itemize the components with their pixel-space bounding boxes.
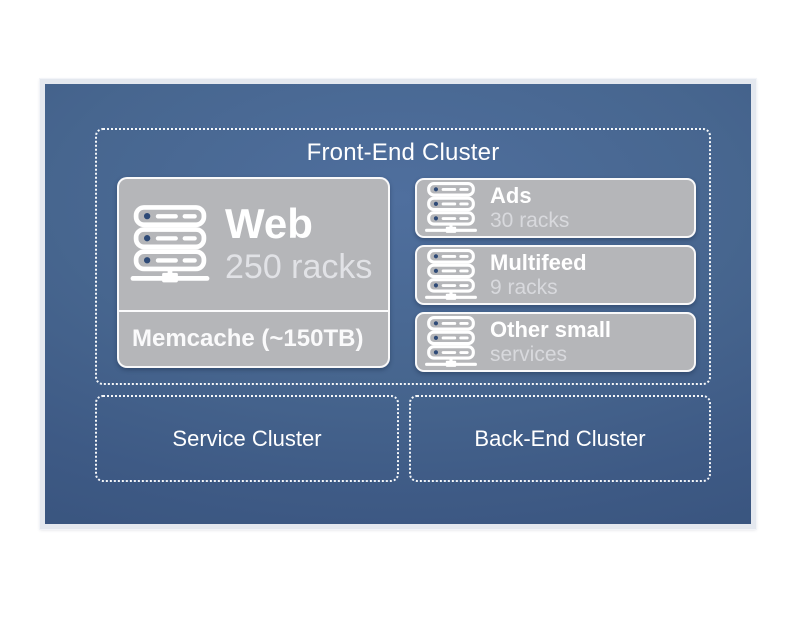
service-name: Other small	[490, 317, 612, 343]
front-end-cluster-box: Front-End Cluster Web 250 racks Memcache…	[95, 128, 711, 385]
service-panel-multifeed: Multifeed 9 racks	[415, 245, 696, 305]
service-detail: services	[490, 342, 568, 366]
server-rack-icon	[424, 182, 478, 234]
service-cluster-box: Service Cluster	[95, 395, 399, 482]
service-panel-other-small: Other small services	[415, 312, 696, 372]
memcache-label: Memcache (~150TB)	[132, 325, 364, 352]
service-name: Multifeed	[490, 250, 587, 276]
services-column: Ads 30 racks Multifeed 9 racks	[415, 178, 696, 379]
service-panel-ads: Ads 30 racks	[415, 178, 696, 238]
service-text-block: Ads 30 racks	[490, 183, 570, 232]
web-title: Web	[225, 199, 313, 247]
service-name: Ads	[490, 183, 532, 209]
memcache-section: Memcache (~150TB)	[119, 312, 388, 366]
server-rack-icon	[129, 205, 211, 284]
front-end-cluster-title: Front-End Cluster	[306, 139, 500, 166]
back-end-cluster-title: Back-End Cluster	[474, 425, 646, 451]
service-text-block: Multifeed 9 racks	[490, 250, 587, 299]
server-rack-icon	[424, 316, 478, 368]
service-detail: 30 racks	[490, 208, 570, 232]
web-section: Web 250 racks	[119, 179, 388, 312]
web-racks-label: 250 racks	[225, 247, 373, 286]
service-text-block: Other small services	[490, 317, 612, 366]
server-rack-icon	[424, 249, 478, 301]
service-cluster-title: Service Cluster	[172, 425, 322, 451]
back-end-cluster-box: Back-End Cluster	[409, 395, 711, 482]
service-detail: 9 racks	[490, 275, 558, 299]
slide: Front-End Cluster Web 250 racks Memcache…	[40, 79, 756, 529]
web-text-block: Web 250 racks	[225, 199, 373, 286]
web-memcache-panel: Web 250 racks Memcache (~150TB)	[117, 177, 390, 368]
